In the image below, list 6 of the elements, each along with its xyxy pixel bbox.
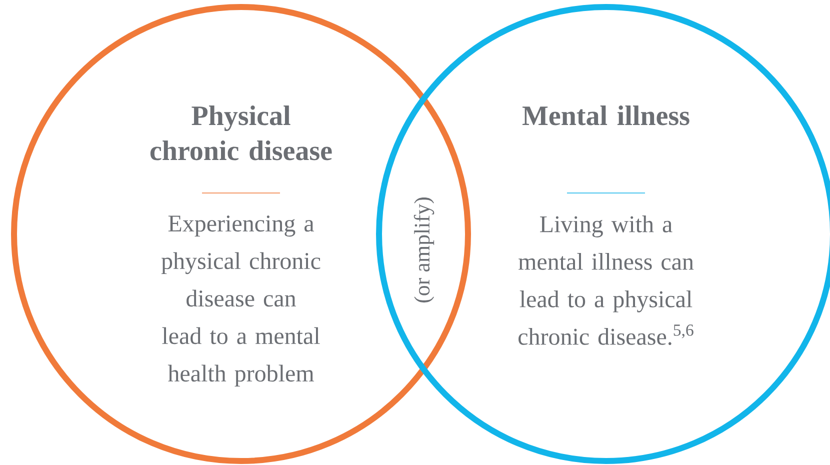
heading: Physical chronic disease	[150, 106, 332, 160]
heading: Mental illness	[522, 106, 690, 126]
circle	[11, 4, 471, 464]
description: Experiencing a physical chronic disease can lead to a mental health problem	[161, 216, 320, 387]
description: Living with a mental illness can lead to a physical chronic disease.$^{5,6}$	[518, 216, 694, 346]
overlap-label: (or amplify)	[414, 197, 434, 302]
